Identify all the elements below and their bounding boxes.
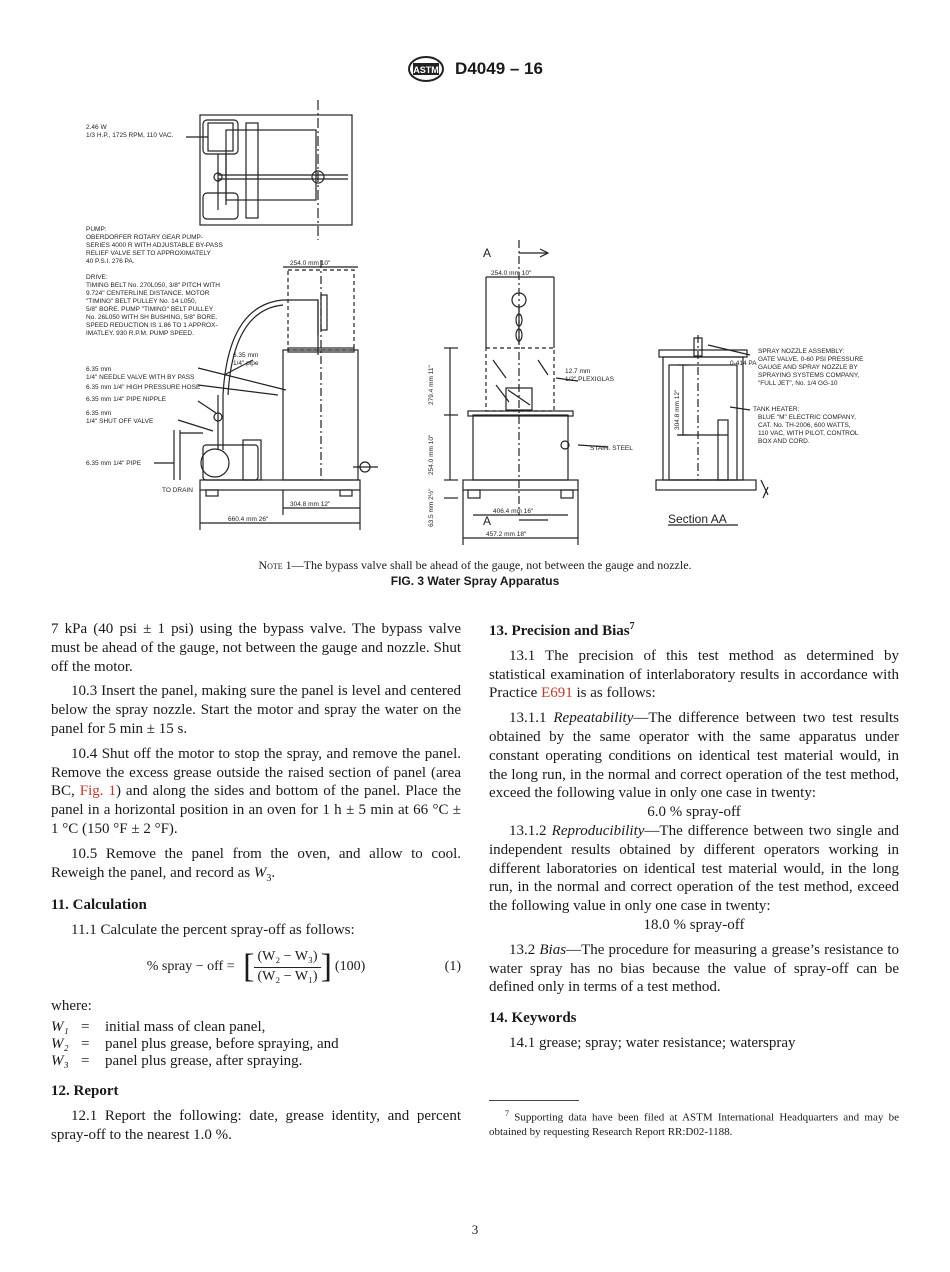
paragraph: 13.1.1 Repeatability—The difference betw… <box>489 710 899 802</box>
svg-text:TANK HEATER:: TANK HEATER: <box>753 406 800 413</box>
page-header: ASTM D4049 – 16 <box>0 55 950 83</box>
repeatability-value: 6.0 % spray-off <box>647 804 741 821</box>
label-motor: 2.46 W <box>86 124 107 131</box>
figure-caption: FIG. 3 Water Spray Apparatus <box>390 574 560 588</box>
svg-text:No. 26L050 WITH SH BUSHING, 5/: No. 26L050 WITH SH BUSHING, 5/8" BORE. <box>86 314 217 321</box>
svg-text:Section AA: Section AA <box>668 512 727 526</box>
paragraph: 10.3 Insert the panel, making sure the p… <box>51 683 461 737</box>
svg-text:40 P.S.I. 276 PA.: 40 P.S.I. 276 PA. <box>86 258 135 265</box>
svg-text:660.4 mm 26": 660.4 mm 26" <box>228 516 269 523</box>
section-heading-11: 11. Calculation <box>51 897 147 914</box>
paragraph: 10.5 Remove the panel from the oven, and… <box>51 845 461 884</box>
section-heading-12: 12. Report <box>51 1083 119 1100</box>
reproducibility-value: 18.0 % spray-off <box>643 916 745 933</box>
svg-text:SPEED REDUCTION IS 1.86 TO 1 A: SPEED REDUCTION IS 1.86 TO 1 APPROX- <box>86 322 218 329</box>
svg-text:9.724" CENTERLINE DISTANCE. MO: 9.724" CENTERLINE DISTANCE. MOTOR <box>86 290 210 297</box>
svg-text:6.35 mm 1/4" PIPE: 6.35 mm 1/4" PIPE <box>86 460 142 467</box>
paragraph: 7 kPa (40 psi ± 1 psi) using the bypass … <box>51 621 461 675</box>
svg-text:457.2 mm 18": 457.2 mm 18" <box>486 531 527 538</box>
svg-text:A: A <box>483 514 491 528</box>
equation-number: (1) <box>444 958 461 974</box>
svg-text:SERIES 4000 R WITH ADJUSTABLE: SERIES 4000 R WITH ADJUSTABLE BY-PASS <box>86 242 223 249</box>
svg-text:304.8 mm 12": 304.8 mm 12" <box>674 389 681 430</box>
e691-link[interactable]: E691 <box>541 685 573 702</box>
svg-text:1/2" PLEXIGLAS: 1/2" PLEXIGLAS <box>565 376 615 383</box>
svg-text:"TIMING" BELT PULLEY No. 14 L0: "TIMING" BELT PULLEY No. 14 L050, <box>86 298 197 305</box>
list-item: W₃=panel plus grease, after spraying. <box>51 1053 303 1070</box>
equation-1: % spray − off = [ (W₂ − W₃)(W₂ − W₁) ] (… <box>146 948 461 986</box>
svg-text:6.35 mm: 6.35 mm <box>86 366 111 373</box>
paragraph: 10.4 Shut off the motor to stop the spra… <box>51 745 461 837</box>
svg-text:254.0 mm 10": 254.0 mm 10" <box>491 270 532 277</box>
svg-text:OBERDORFER ROTARY GEAR PUMP-: OBERDORFER ROTARY GEAR PUMP- <box>86 234 203 241</box>
svg-text:TIMING BELT No. 270L050, 3/8": TIMING BELT No. 270L050, 3/8" PITCH WITH <box>86 282 220 289</box>
svg-text:SPRAYING SYSTEMS COMPANY,: SPRAYING SYSTEMS COMPANY, <box>758 372 859 379</box>
svg-text:BOX AND CORD.: BOX AND CORD. <box>758 438 810 445</box>
svg-text:SPRAY NOZZLE ASSEMBLY:: SPRAY NOZZLE ASSEMBLY: <box>758 348 845 355</box>
svg-text:PUMP:: PUMP: <box>86 226 107 233</box>
water-spray-apparatus-figure: 2.46 W 1/3 H.P., 1725 RPM, 110 VAC. PUMP… <box>86 100 864 545</box>
paragraph: 11.1 Calculate the percent spray-off as … <box>71 922 355 939</box>
svg-text:6.35 mm: 6.35 mm <box>86 410 111 417</box>
svg-text:1/4" NEEDLE VALVE WITH BY PASS: 1/4" NEEDLE VALVE WITH BY PASS <box>86 374 195 381</box>
svg-text:DRIVE:: DRIVE: <box>86 274 108 281</box>
svg-text:6.35 mm: 6.35 mm <box>233 352 258 359</box>
svg-text:6.35 mm 1/4" HIGH PRESSURE HOS: 6.35 mm 1/4" HIGH PRESSURE HOSE <box>86 384 201 391</box>
svg-text:IMATLEY. 930 R.P.M. PUMP SPEED: IMATLEY. 930 R.P.M. PUMP SPEED. <box>86 330 194 337</box>
paragraph: 14.1 grease; spray; water resistance; wa… <box>509 1034 796 1051</box>
svg-text:5/8" BORE. PUMP "TIMING" BELT: 5/8" BORE. PUMP "TIMING" BELT PULLEY <box>86 306 214 313</box>
svg-text:A: A <box>483 246 491 260</box>
paragraph: 12.1 Report the following: date, grease … <box>51 1108 461 1143</box>
svg-text:254.0 mm 10": 254.0 mm 10" <box>428 434 435 475</box>
svg-text:406.4 mm 16": 406.4 mm 16" <box>493 508 534 515</box>
svg-text:304.8 mm 12": 304.8 mm 12" <box>290 501 331 508</box>
paragraph: 13.1 The precision of this test method a… <box>489 647 899 702</box>
designation: D4049 – 16 <box>455 59 543 78</box>
svg-text:GATE VALVE, 0-60 PSI PRESSURE: GATE VALVE, 0-60 PSI PRESSURE <box>758 356 864 363</box>
section-heading-13: 13. Precision and Bias7 <box>489 621 635 639</box>
svg-text:"FULL JET", No. 1/4 GG-10: "FULL JET", No. 1/4 GG-10 <box>758 380 838 387</box>
svg-text:GAUGE AND SPRAY NOZZLE BY: GAUGE AND SPRAY NOZZLE BY <box>758 364 858 371</box>
fig-1-link[interactable]: Fig. 1 <box>79 783 116 800</box>
paragraph: 13.2 Bias—The procedure for measuring a … <box>489 941 900 996</box>
paragraph: 13.1.2 Reproducibility—The difference be… <box>489 822 899 915</box>
figure-note: Note 1—The bypass valve shall be ahead o… <box>258 558 692 572</box>
section-heading-14: 14. Keywords <box>489 1010 577 1027</box>
svg-text:BLUE "M" ELECTRIC COMPANY,: BLUE "M" ELECTRIC COMPANY, <box>758 414 856 421</box>
svg-text:279.4 mm 11": 279.4 mm 11" <box>428 365 435 405</box>
figure-labels: 2.46 W 1/3 H.P., 1725 RPM, 110 VAC. PUMP… <box>86 124 864 538</box>
svg-text:1/4" pipe: 1/4" pipe <box>233 360 259 367</box>
svg-text:1/3 H.P., 1725 RPM, 110 VAC.: 1/3 H.P., 1725 RPM, 110 VAC. <box>86 132 174 139</box>
where-label: where: <box>51 997 92 1014</box>
svg-text:RELIEF VALVE SET TO APPROXIMAT: RELIEF VALVE SET TO APPROXIMATELY <box>86 250 212 257</box>
right-column: 13. Precision and Bias7 13.1 The precisi… <box>489 614 899 1059</box>
svg-text:254.0 mm 10": 254.0 mm 10" <box>290 260 331 267</box>
list-item: W₁=initial mass of clean panel, <box>51 1019 266 1036</box>
footnote-rule <box>489 1100 579 1101</box>
svg-text:12.7 mm: 12.7 mm <box>565 368 590 375</box>
svg-text:ASTM: ASTM <box>413 65 439 75</box>
svg-text:CAT. No. TH-2006, 600 WATTS,: CAT. No. TH-2006, 600 WATTS, <box>758 422 851 429</box>
variable-list: W₁=initial mass of clean panel, W₂=panel… <box>51 1019 461 1070</box>
astm-logo: ASTM <box>408 56 445 82</box>
svg-text:63.5 mm 2½": 63.5 mm 2½" <box>427 488 435 527</box>
left-column: 7 kPa (40 psi ± 1 psi) using the bypass … <box>51 620 461 1151</box>
svg-text:TO DRAIN: TO DRAIN <box>162 487 193 494</box>
svg-text:6.35 mm 1/4" PIPE NIPPLE: 6.35 mm 1/4" PIPE NIPPLE <box>86 396 167 403</box>
footnote: 7 Supporting data have been filed at AST… <box>489 1100 899 1139</box>
svg-text:110 VAC, WITH PILOT, CONTROL: 110 VAC, WITH PILOT, CONTROL <box>758 430 859 437</box>
svg-text:1/4" SHUT OFF VALVE: 1/4" SHUT OFF VALVE <box>86 418 154 425</box>
list-item: W₂=panel plus grease, before spraying, a… <box>51 1036 339 1053</box>
svg-text:0-414 PA: 0-414 PA <box>730 360 757 367</box>
svg-text:STAIN. STEEL: STAIN. STEEL <box>590 445 633 452</box>
page-number: 3 <box>471 1222 479 1237</box>
